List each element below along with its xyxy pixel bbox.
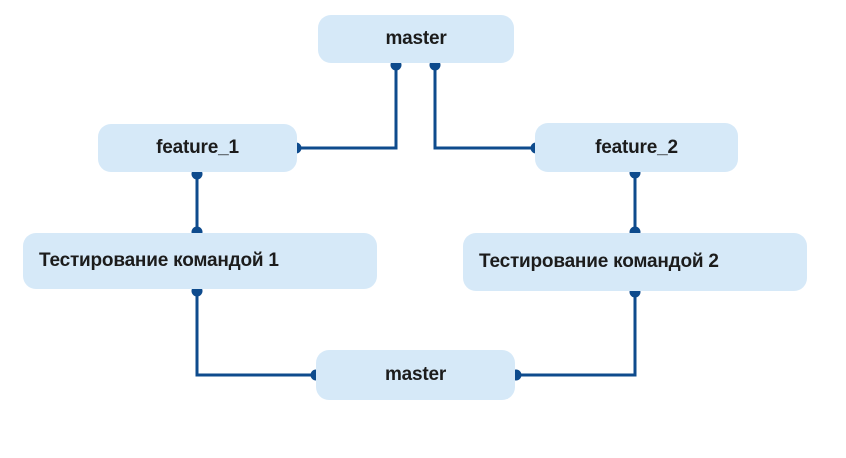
node-label: Тестирование командой 1 bbox=[39, 250, 279, 271]
edge-line bbox=[433, 65, 536, 150]
node-master-bottom: master bbox=[316, 350, 515, 400]
node-label: feature_1 bbox=[156, 137, 239, 158]
edge-testing-1-to-master-bottom bbox=[191, 285, 322, 381]
node-feature-2: feature_2 bbox=[535, 123, 738, 172]
node-testing-1: Тестирование командой 1 bbox=[23, 233, 377, 289]
node-label: Тестирование командой 2 bbox=[479, 251, 719, 272]
edge-line bbox=[516, 292, 637, 377]
edge-line bbox=[195, 291, 316, 377]
node-label: feature_2 bbox=[595, 136, 678, 158]
edge-master-top-to-feature-1 bbox=[290, 59, 402, 154]
node-feature-1: feature_1 bbox=[98, 124, 297, 172]
node-label: master bbox=[385, 28, 447, 49]
node-testing-2: Тестирование командой 2 bbox=[463, 233, 807, 291]
node-master-top: master bbox=[318, 15, 514, 63]
node-label: master bbox=[384, 364, 447, 385]
edge-line bbox=[296, 65, 398, 150]
edge-testing-2-to-master-bottom bbox=[510, 286, 641, 381]
edge-feature-2-to-testing-2 bbox=[629, 167, 641, 238]
edge-master-top-to-feature-2 bbox=[429, 59, 542, 154]
edge-feature-1-to-testing-1 bbox=[191, 168, 203, 238]
